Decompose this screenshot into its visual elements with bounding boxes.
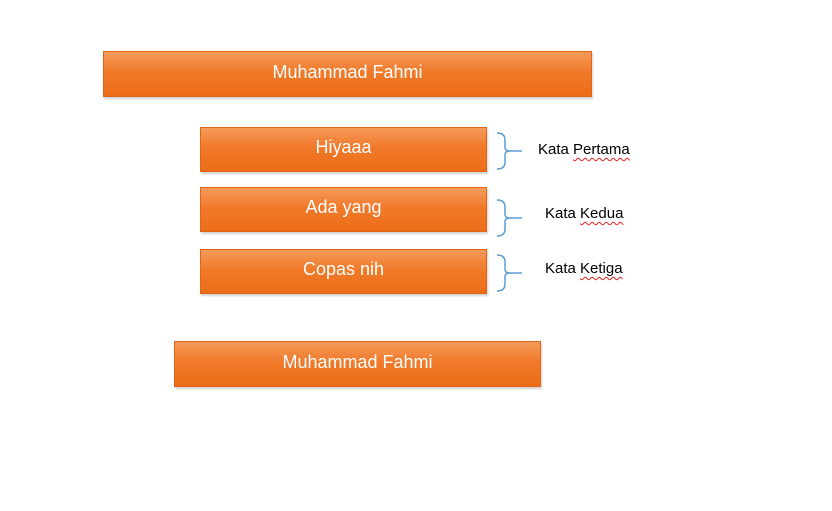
word-box-1-label: Hiyaaa (315, 137, 372, 157)
name-box-bottom: Muhammad Fahmi (174, 341, 541, 387)
note-prefix: Kata (545, 205, 576, 222)
right-curly-brace-icon (496, 199, 522, 237)
name-box-bottom-label: Muhammad Fahmi (282, 351, 433, 372)
note-prefix: Kata (538, 141, 569, 158)
word-box-3-label: Copas nih (302, 259, 385, 279)
note-second-word: Kata Kedua (545, 205, 623, 223)
name-box-top: Muhammad Fahmi (103, 51, 592, 97)
word-box-3: Copas nih (200, 249, 487, 294)
note-first-word: Kata Pertama (538, 141, 630, 159)
word-box-2-label: Ada yang (305, 197, 382, 217)
right-curly-brace-icon (496, 254, 522, 292)
note-third-word: Kata Ketiga (545, 260, 623, 278)
right-curly-brace-icon (496, 132, 522, 170)
word-box-1: Hiyaaa (200, 127, 487, 172)
note-word: Pertama (573, 141, 630, 158)
note-word: Ketiga (580, 260, 623, 277)
word-box-2: Ada yang (200, 187, 487, 232)
note-prefix: Kata (545, 260, 576, 277)
name-box-top-label: Muhammad Fahmi (272, 61, 423, 82)
note-word: Kedua (580, 205, 624, 222)
